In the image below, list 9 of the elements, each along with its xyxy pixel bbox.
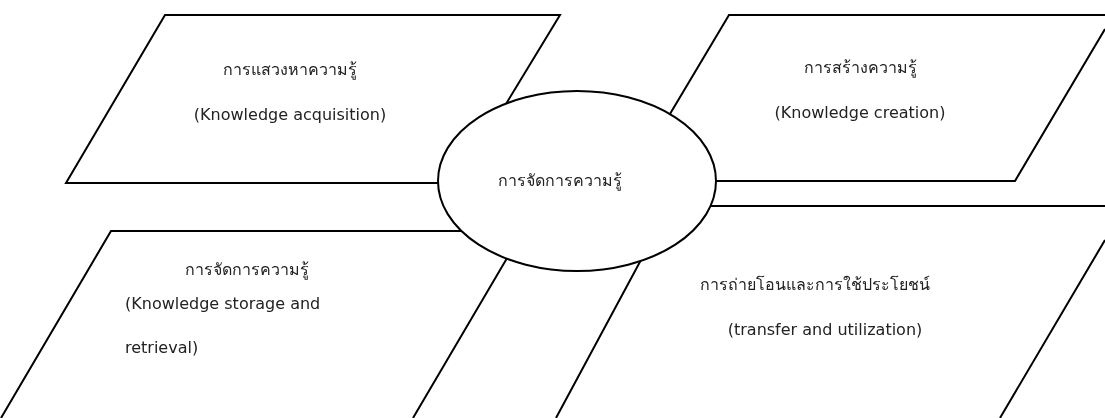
heading-text: การจัดการความรู้ (185, 259, 309, 281)
subtitle-text: (Knowledge acquisition) (193, 104, 387, 126)
subtitle-text: (Knowledge creation) (774, 102, 946, 124)
heading-text: การสร้างความรู้ (803, 57, 917, 79)
subtitle-text: (Knowledge storage and retrieval) (125, 293, 322, 359)
subtitle-text: (transfer and utilization) (727, 319, 923, 341)
heading-text: การจัดการความรู้ (498, 170, 622, 192)
heading-text: การแสวงหาความรู้ (223, 59, 357, 81)
heading-text: การถ่ายโอนและการใช้ประโยชน์ (700, 274, 930, 296)
